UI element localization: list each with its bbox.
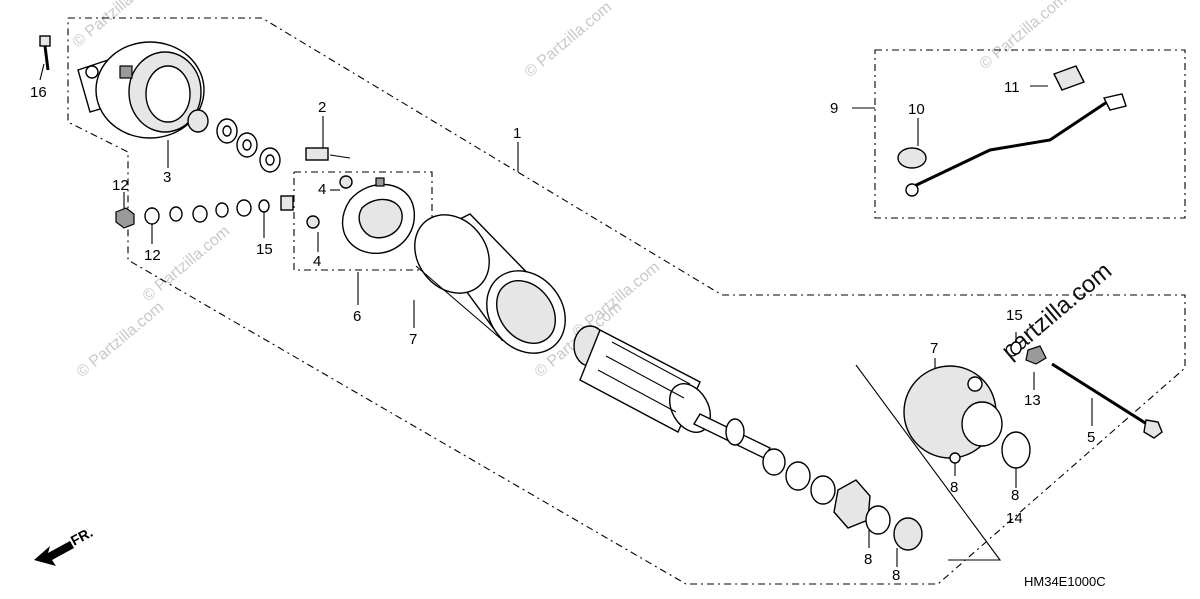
- brush-holder-boundary: [293, 171, 433, 271]
- callout-7: 7: [409, 331, 417, 348]
- brush-holder-part: [306, 175, 415, 255]
- callout-7: 7: [930, 340, 938, 357]
- callout-8: 8: [864, 551, 872, 568]
- armature-part: [573, 325, 771, 459]
- terminal-bolt-part: [305, 147, 351, 161]
- watermark: © Partzilla.com: [977, 0, 1071, 73]
- watermark: © Partzilla.com: [522, 0, 616, 81]
- callout-13: 13: [1024, 392, 1041, 409]
- assembly-boundary: [67, 17, 1186, 585]
- callout-15: 15: [1006, 307, 1023, 324]
- yoke-housing-part: [414, 213, 566, 354]
- front-arrow-icon: [34, 541, 74, 566]
- washers-lower-row: [115, 195, 294, 229]
- long-bolt-part: [1051, 362, 1163, 439]
- callout-1: 1: [513, 125, 521, 142]
- washers-upper-row: [187, 109, 281, 173]
- callout-8: 8: [892, 567, 900, 584]
- callout-12: 12: [144, 247, 161, 264]
- callout-14: 14: [1006, 510, 1023, 527]
- callout-12: 12: [112, 177, 129, 194]
- o-ring-part: [1001, 431, 1031, 469]
- diagram-code: HM34E1000C: [1024, 574, 1106, 589]
- cable-kit-boundary: [874, 49, 1186, 219]
- callout-6: 6: [353, 308, 361, 325]
- callout-16: 16: [30, 84, 47, 101]
- callout-10: 10: [908, 101, 925, 118]
- callout-8: 8: [1011, 487, 1019, 504]
- rear-cover-part: [903, 365, 1003, 464]
- nut-13-part: [1025, 345, 1047, 365]
- washer-15-part: [1010, 341, 1022, 355]
- callout-15: 15: [256, 241, 273, 258]
- rear-cover-boundary: [855, 364, 1002, 561]
- callout-8: 8: [950, 479, 958, 496]
- callout-5: 5: [1087, 429, 1095, 446]
- cable-kit-part: [897, 65, 1127, 197]
- callout-2: 2: [318, 99, 326, 116]
- leader-lines: [39, 63, 1093, 567]
- callout-11: 11: [1004, 79, 1020, 96]
- front-direction-indicator: FR.: [34, 524, 95, 566]
- callout-4: 4: [318, 181, 326, 198]
- callout-3: 3: [163, 169, 171, 186]
- bolt-16-part: [39, 35, 51, 71]
- callout-4: 4: [313, 253, 321, 270]
- watermark: © Partzilla.com: [74, 299, 168, 381]
- watermark-group: © Partzilla.com © Partzilla.com © Partzi…: [70, 0, 1117, 381]
- front-cover-part: [77, 41, 205, 139]
- callout-9: 9: [830, 100, 838, 117]
- washers-shaft-row: [762, 448, 923, 551]
- callout-labels: 1 2 3 4 4 5 6 7 7 8 8 8 8 9 10 11 12 12 …: [30, 79, 1095, 584]
